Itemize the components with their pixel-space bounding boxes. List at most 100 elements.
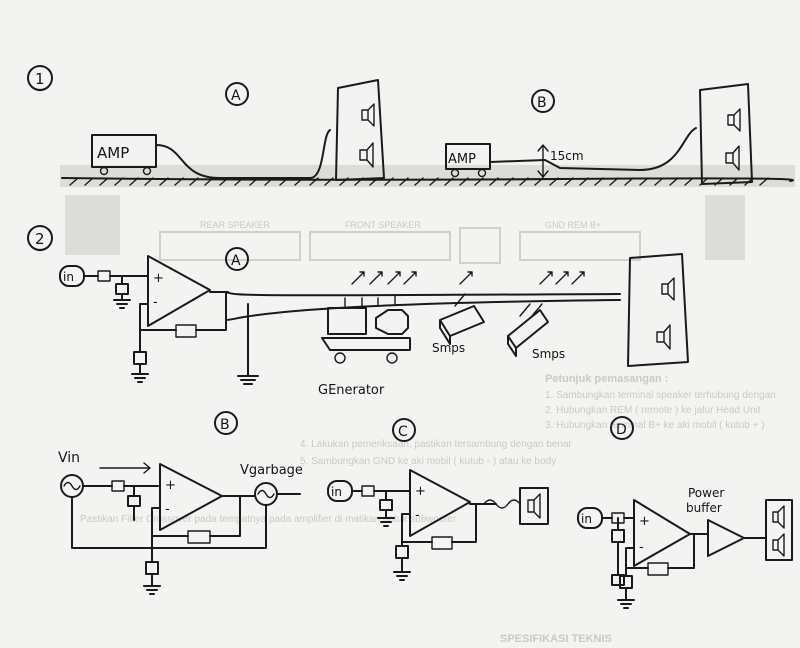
power-buffer-label-2: buffer (686, 501, 722, 515)
generator-wheel-1 (334, 352, 346, 364)
bleed-terminal-rear (159, 231, 301, 261)
power-buffer-label-1: Power (688, 486, 724, 500)
bleed-line-4: 4. Lakukan pemeriksaan, pastikan tersamb… (300, 439, 573, 450)
floor-hatching (69, 177, 769, 186)
vin-return-wire (71, 485, 241, 549)
speaker-cabinet-2a (627, 253, 689, 367)
vgarbage-wire (239, 493, 301, 549)
input-label-2d: in (581, 512, 592, 526)
input-bias-ground-2c (377, 490, 395, 527)
opamp-minus-2d: - (639, 540, 644, 555)
speaker-cable-b (489, 127, 697, 171)
input-resistor-2c (361, 485, 375, 497)
marker-2a: A (231, 253, 241, 269)
setup-2c: in + - (327, 469, 549, 581)
feedback-loop-2d (625, 533, 709, 569)
marker-circle-2 (27, 225, 53, 251)
amp-label-a: AMP (97, 144, 129, 162)
bleed-header-rear: REAR SPEAKER (200, 220, 271, 230)
feedback-loop-2c (401, 503, 497, 543)
opamp-minus-2a: - (153, 295, 158, 310)
opamp-minus-2c: - (415, 508, 420, 523)
bleed-line-5: 5. Sambungkan GND ke aki mobil ( kutub -… (300, 456, 556, 467)
bleed-title: Petunjuk pemasangan : (545, 373, 668, 385)
speaker-line-2a-bottom (225, 299, 621, 321)
noise-arrows-up (351, 271, 585, 285)
opamp-2d (633, 499, 691, 567)
setup-1a: AMP (91, 79, 385, 181)
vgarbage-sine (257, 489, 275, 499)
speaker-driver-b1 (727, 108, 741, 132)
vin-resistor (111, 480, 125, 492)
marker-1: 1 (35, 70, 45, 88)
speaker-box-2d (765, 499, 793, 561)
bleed-switch (459, 227, 501, 264)
bleed-bar (60, 165, 795, 187)
smps-label-1: Smps (432, 341, 465, 355)
marker-2b: B (220, 417, 230, 433)
input-bias-2d (611, 517, 625, 563)
opamp-minus-2b: - (165, 502, 170, 517)
vgarbage-label: Vgarbage (240, 463, 303, 478)
setup-2b: Vin + - Vgarbage (58, 450, 303, 595)
chassis-ground-2a (237, 303, 259, 385)
opamp-plus-2d: + (639, 514, 650, 529)
marker-circle-1 (27, 65, 53, 91)
feedback-resistor-2d (647, 562, 669, 576)
speaker-box-2c (519, 487, 549, 525)
setup-2a: in + - GEnerator Smps Smps (59, 253, 689, 398)
noise-arrows-down (344, 293, 543, 317)
marker-circle-2c (392, 418, 416, 442)
power-buffer (707, 519, 745, 557)
speaker-driver-2a2 (656, 324, 671, 350)
amp-foot-b2 (477, 168, 487, 178)
speaker-cabinet-a (335, 79, 385, 181)
generator-frame (321, 337, 411, 351)
generator-wheel-2 (386, 352, 398, 364)
floor (61, 177, 795, 186)
vin-sine (63, 481, 81, 491)
marker-1b: B (537, 95, 547, 111)
generator-label: GEnerator (318, 383, 385, 398)
opamp-plus-2a: + (153, 271, 164, 286)
speaker-driver-2a1 (661, 277, 675, 301)
marker-circle-2b (214, 411, 238, 435)
vin-arrow (99, 462, 151, 474)
feedback-resistor-2b (187, 530, 211, 544)
amp-label-b: AMP (448, 152, 476, 167)
marker-circle-1b (531, 89, 555, 113)
opamp-2c (409, 469, 471, 537)
ground-resistor-2d (617, 567, 635, 609)
input-label-2a: in (63, 270, 74, 284)
smps-label-2: Smps (532, 347, 565, 361)
speaker-driver-a2 (359, 142, 374, 168)
marker-1a: A (231, 88, 241, 104)
amp-foot-a1 (99, 166, 109, 176)
smps-unit-2 (507, 309, 549, 357)
marker-circle-2d (610, 416, 634, 440)
setup-1b: AMP 15cm (445, 83, 753, 185)
opamp-2a (147, 255, 211, 327)
bias-resistor-2d (611, 561, 625, 586)
speaker-driver-2c (527, 493, 541, 519)
feedback-resistor-2c (431, 536, 453, 550)
speaker-cabinet-b (699, 83, 753, 185)
amp-foot-a2 (142, 166, 152, 176)
vin-label: Vin (58, 450, 80, 466)
bleed-line-2: 2. Hubungkan REM ( remote ) ke jalur Hea… (545, 405, 761, 416)
marker-2d: D (616, 422, 627, 438)
opamp-plus-2b: + (165, 478, 176, 493)
cable-wiggle-2c (483, 499, 521, 509)
amp-box-b (445, 143, 491, 170)
generator-engine (327, 307, 367, 335)
bleed-footer: Pastikan Filter Crossover pada tempatnya… (80, 514, 457, 525)
speaker-driver-2d1 (772, 505, 785, 529)
floor-line (61, 177, 795, 182)
input-label-2c: in (331, 485, 342, 499)
bleed-block-right (705, 195, 745, 260)
bleed-header-gnd: GND REM B+ (545, 220, 601, 230)
marker-circle-1a (225, 82, 249, 106)
input-resistor-2a (97, 270, 111, 282)
